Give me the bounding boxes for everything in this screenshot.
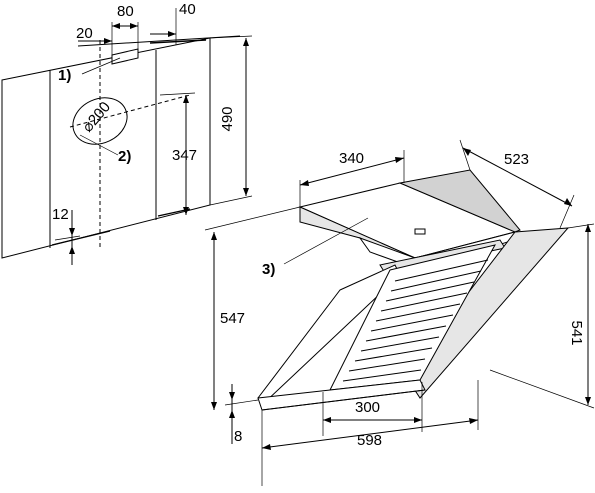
dim-340: 340 <box>339 150 364 167</box>
dim-12: 12 <box>52 206 69 223</box>
callout-2: 2) <box>118 148 131 165</box>
dim-300: 300 <box>355 399 380 416</box>
dim-547: 547 <box>220 310 245 327</box>
dim-80: 80 <box>117 3 134 20</box>
callout-1: 1) <box>58 67 71 84</box>
dim-490: 490 <box>219 106 236 131</box>
wall-template-drawing <box>1 8 253 265</box>
grille-slats <box>342 259 489 382</box>
dim-40: 40 <box>179 1 196 18</box>
dim-523: 523 <box>504 151 529 168</box>
dim-20: 20 <box>76 25 93 42</box>
dim-598: 598 <box>357 432 382 449</box>
callout-3: 3) <box>262 261 275 278</box>
dim-541: 541 <box>568 320 585 345</box>
dim-8: 8 <box>234 428 242 445</box>
dim-347: 347 <box>172 147 197 164</box>
hood-drawing <box>204 139 595 486</box>
dim-diameter-200: ⌀200 <box>79 99 114 136</box>
